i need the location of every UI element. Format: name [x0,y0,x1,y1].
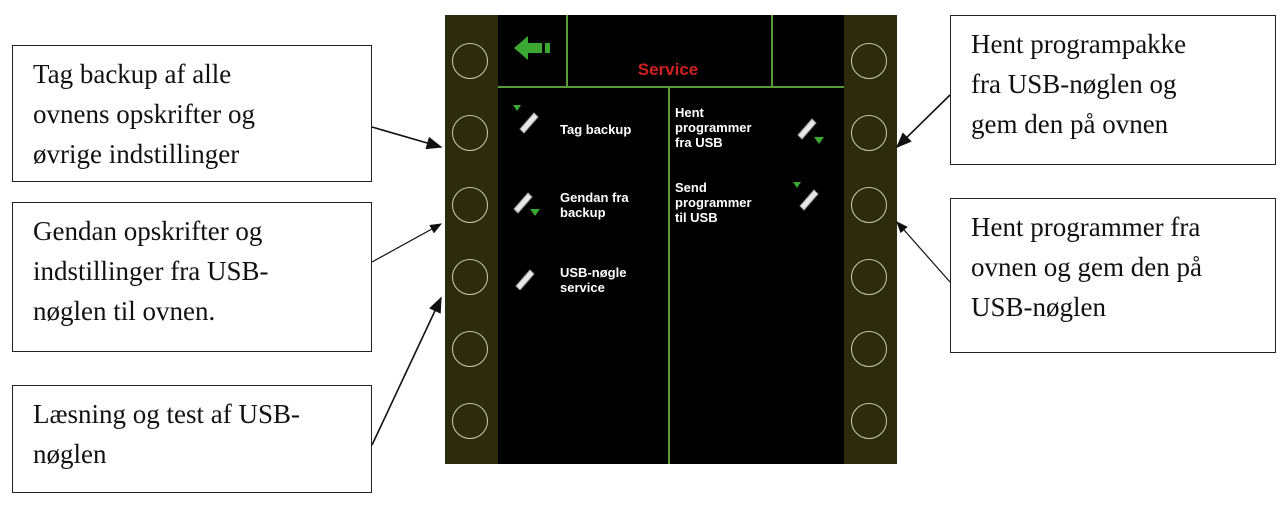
callout-fetch-package: Hent programpakke fra USB-nøglen og gem … [950,15,1276,165]
callout-restore: Gendan opskrifter og indstillinger fra U… [12,202,372,352]
right-softkey-1[interactable] [851,43,887,79]
usb-restore-icon [513,192,540,216]
callout-send-programs-text: Hent programmer fra ovnen og gem den på … [971,212,1202,322]
left-softkey-6[interactable] [452,403,488,439]
right-softkey-3[interactable] [851,187,887,223]
screen-title: Service [637,60,699,79]
header-divider-left [566,15,568,87]
arrow-backup [371,126,443,150]
column-divider [668,88,670,464]
right-softkey-5[interactable] [851,331,887,367]
usb-fetch-icon [797,118,824,144]
left-softkey-rail [445,15,498,464]
header-bottom-line [498,86,844,88]
usb-backup-icon [513,105,539,134]
usb-send-icon [793,182,819,211]
arrow-read-test [371,296,442,446]
arrow-fetch-package [895,94,951,149]
menu-item-send-programmer[interactable]: Send programmer til USB [675,180,752,225]
callout-restore-text: Gendan opskrifter og indstillinger fra U… [33,216,269,326]
callout-read-test-text: Læsning og test af USB- nøglen [33,399,300,469]
arrow-restore [371,223,443,263]
service-screen: Service Tag backup Gendan fra backup USB… [498,15,844,464]
left-softkey-1[interactable] [452,43,488,79]
callout-fetch-package-text: Hent programpakke fra USB-nøglen og gem … [971,29,1187,139]
callout-read-test: Læsning og test af USB- nøglen [12,385,372,493]
menu-item-usb-service[interactable]: USB-nøgle service [560,265,627,295]
right-softkey-6[interactable] [851,403,887,439]
oven-control-panel: Service Tag backup Gendan fra backup USB… [445,15,897,464]
callout-backup: Tag backup af alle ovnens opskrifter og … [12,45,372,182]
left-softkey-2[interactable] [452,115,488,151]
arrow-send-programs [896,221,951,283]
right-softkey-rail [844,15,897,464]
callout-send-programs: Hent programmer fra ovnen og gem den på … [950,198,1276,353]
callout-backup-text: Tag backup af alle ovnens opskrifter og … [33,59,255,169]
menu-item-gendan-backup[interactable]: Gendan fra backup [560,190,629,220]
left-softkey-5[interactable] [452,331,488,367]
left-softkey-4[interactable] [452,259,488,295]
left-softkey-3[interactable] [452,187,488,223]
back-arrow-icon[interactable] [512,33,552,63]
right-softkey-2[interactable] [851,115,887,151]
usb-service-icon [515,269,535,290]
right-softkey-4[interactable] [851,259,887,295]
menu-item-tag-backup[interactable]: Tag backup [560,122,632,137]
menu-item-hent-programmer[interactable]: Hent programmer fra USB [675,105,752,150]
header-divider-right [771,15,773,87]
